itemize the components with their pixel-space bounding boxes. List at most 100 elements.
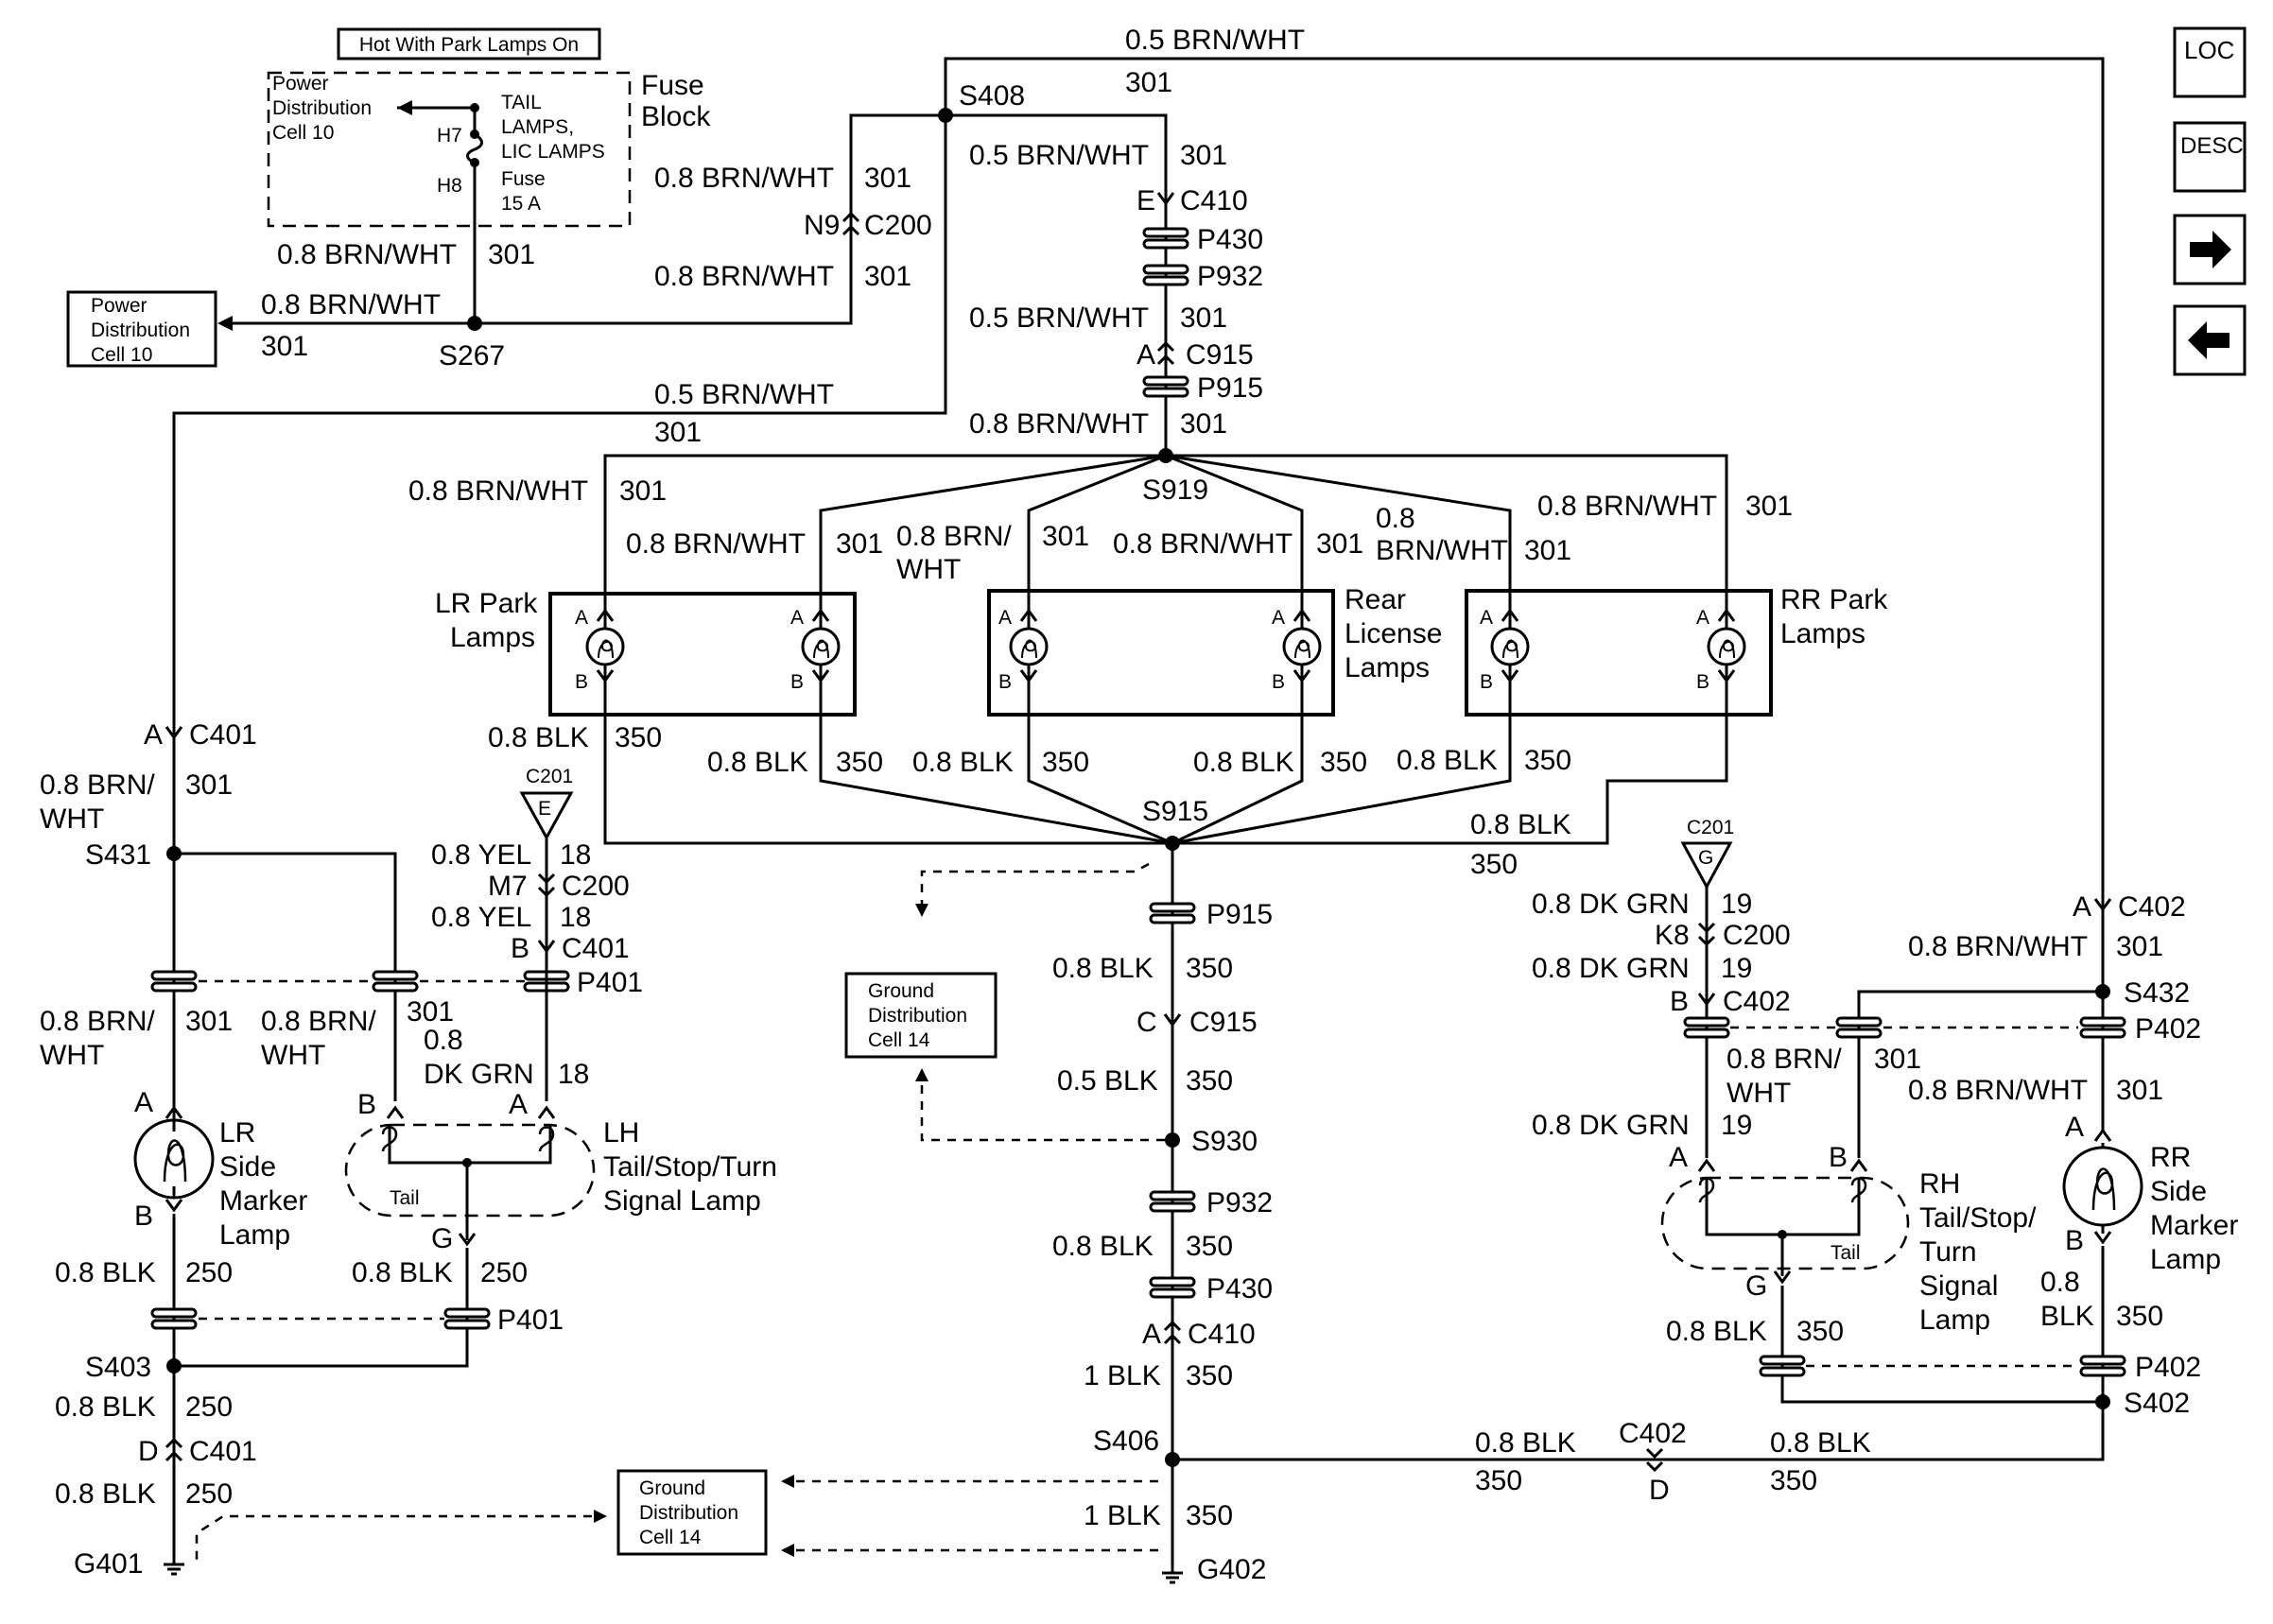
- svg-text:WHT: WHT: [1726, 1078, 1791, 1109]
- svg-text:301: 301: [864, 261, 911, 292]
- svg-text:B: B: [511, 933, 529, 964]
- svg-text:0.8 DK GRN: 0.8 DK GRN: [1532, 889, 1690, 920]
- connector-p402: P402: [2135, 1013, 2201, 1045]
- svg-text:301: 301: [1745, 491, 1793, 522]
- svg-text:350: 350: [1186, 953, 1233, 984]
- svg-text:0.8 YEL: 0.8 YEL: [431, 902, 531, 933]
- splice-label-s432: S432: [2124, 977, 2190, 1009]
- svg-text:0.8 BRN/WHT: 0.8 BRN/WHT: [1908, 931, 2088, 962]
- svg-text:N9: N9: [804, 210, 840, 241]
- svg-text:Lamps: Lamps: [1345, 652, 1430, 683]
- fuse-block: Hot With Park Lamps On Fuse Block Power …: [267, 27, 711, 323]
- svg-text:0.8 DK GRN: 0.8 DK GRN: [1532, 953, 1690, 984]
- svg-text:0.5 BRN/WHT: 0.5 BRN/WHT: [1125, 25, 1305, 56]
- svg-text:A: A: [790, 607, 804, 629]
- svg-text:C401: C401: [189, 1436, 257, 1467]
- bulb-rr-park-2: [1707, 591, 1746, 726]
- ground-distribution-ref-bottom[interactable]: [616, 1469, 768, 1556]
- splice-label-s267: S267: [439, 340, 505, 371]
- svg-text:301: 301: [1874, 1044, 1921, 1075]
- svg-text:0.8 BLK: 0.8 BLK: [707, 747, 808, 778]
- circuit-label: 301: [488, 239, 535, 270]
- svg-text:18: 18: [560, 839, 591, 871]
- splice-s403: [166, 1358, 182, 1373]
- svg-text:1 BLK: 1 BLK: [1084, 1360, 1161, 1391]
- svg-text:250: 250: [185, 1257, 233, 1288]
- bulb-rear-license-2: [1282, 591, 1322, 726]
- svg-text:Lamps: Lamps: [450, 622, 535, 653]
- svg-text:0.5 BRN/WHT: 0.5 BRN/WHT: [654, 379, 834, 410]
- svg-text:350: 350: [1320, 747, 1367, 778]
- svg-text:WHT: WHT: [261, 1040, 325, 1071]
- svg-text:301: 301: [654, 417, 702, 448]
- svg-text:WHT: WHT: [40, 803, 104, 835]
- svg-text:350: 350: [1186, 1065, 1233, 1097]
- svg-text:19: 19: [1721, 889, 1752, 920]
- splice-s402: [2095, 1394, 2110, 1409]
- svg-text:Ground: Ground: [639, 1477, 705, 1499]
- power-distribution-ref[interactable]: [66, 290, 217, 368]
- prev-button[interactable]: [2173, 304, 2247, 376]
- svg-text:Tail/Stop/: Tail/Stop/: [1919, 1202, 2037, 1234]
- svg-text:0.8 BRN/: 0.8 BRN/: [261, 1006, 376, 1037]
- svg-text:C: C: [1136, 1007, 1157, 1038]
- svg-text:M7: M7: [488, 871, 528, 902]
- svg-text:DK GRN: DK GRN: [424, 1059, 534, 1090]
- svg-text:A: A: [509, 1089, 528, 1120]
- svg-text:B: B: [134, 1201, 153, 1232]
- svg-text:0.8 DK GRN: 0.8 DK GRN: [1532, 1110, 1690, 1141]
- svg-text:WHT: WHT: [40, 1040, 104, 1071]
- fuse-pin-h8: H8: [437, 175, 462, 197]
- svg-text:350: 350: [1524, 745, 1571, 776]
- next-button[interactable]: [2173, 214, 2247, 285]
- svg-text:LIC LAMPS: LIC LAMPS: [501, 141, 605, 163]
- svg-text:C410: C410: [1188, 1319, 1256, 1350]
- svg-text:Lamp: Lamp: [2150, 1244, 2221, 1275]
- svg-text:BRN/WHT: BRN/WHT: [1376, 535, 1508, 566]
- svg-text:B: B: [357, 1089, 376, 1120]
- svg-text:301: 301: [261, 331, 308, 362]
- svg-text:15 A: 15 A: [501, 193, 541, 215]
- svg-text:C201: C201: [1687, 817, 1734, 838]
- svg-text:B: B: [1829, 1142, 1848, 1173]
- splice-label-s402: S402: [2124, 1388, 2190, 1419]
- svg-text:350: 350: [1475, 1465, 1522, 1496]
- fuse-icon: [466, 132, 483, 164]
- svg-text:350: 350: [1186, 1360, 1233, 1391]
- splice-label-s915: S915: [1142, 796, 1208, 827]
- fuse-name: TAIL: [501, 92, 542, 113]
- svg-text:DESC: DESC: [2180, 133, 2244, 159]
- svg-text:G: G: [431, 1223, 453, 1254]
- svg-text:K8: K8: [1655, 920, 1690, 951]
- svg-text:B: B: [1670, 986, 1689, 1017]
- hot-label-box: [337, 27, 601, 60]
- svg-text:C201: C201: [526, 766, 573, 787]
- splice-label-s406: S406: [1093, 1425, 1159, 1457]
- rh-lamp-label: RH: [1919, 1168, 1960, 1200]
- svg-text:C402: C402: [2118, 891, 2186, 923]
- rr-park-lamps: [1465, 589, 1773, 717]
- fuse-block-outline: [267, 71, 632, 228]
- svg-text:C402: C402: [1723, 986, 1791, 1017]
- svg-text:0.8: 0.8: [424, 1025, 463, 1056]
- splice-s930: [1165, 1132, 1180, 1148]
- svg-text:0.5 BRN/WHT: 0.5 BRN/WHT: [969, 140, 1149, 171]
- svg-text:Cell 14: Cell 14: [639, 1527, 702, 1548]
- svg-text:0.8 BLK: 0.8 BLK: [912, 747, 1014, 778]
- bulb-lr-park-2: [801, 594, 841, 726]
- svg-text:301: 301: [864, 163, 911, 194]
- connector-p915: P915: [1197, 372, 1263, 404]
- loc-button[interactable]: LOC: [2173, 26, 2247, 98]
- lh-tail-stop-turn-lamp: [344, 1123, 596, 1240]
- rh-tail-stop-turn-lamp: [1660, 1176, 1910, 1276]
- svg-text:WHT: WHT: [896, 554, 961, 585]
- svg-text:Lamp: Lamp: [219, 1219, 290, 1251]
- ground-distribution-ref-center[interactable]: [844, 972, 998, 1059]
- pd-ref-label: Power: [272, 73, 329, 95]
- svg-text:0.8 BLK: 0.8 BLK: [1052, 1231, 1154, 1262]
- svg-text:A: A: [2065, 1112, 2084, 1143]
- desc-button[interactable]: DESC: [2173, 121, 2247, 193]
- svg-text:250: 250: [185, 1391, 233, 1423]
- svg-text:0.8 BLK: 0.8 BLK: [1470, 809, 1571, 840]
